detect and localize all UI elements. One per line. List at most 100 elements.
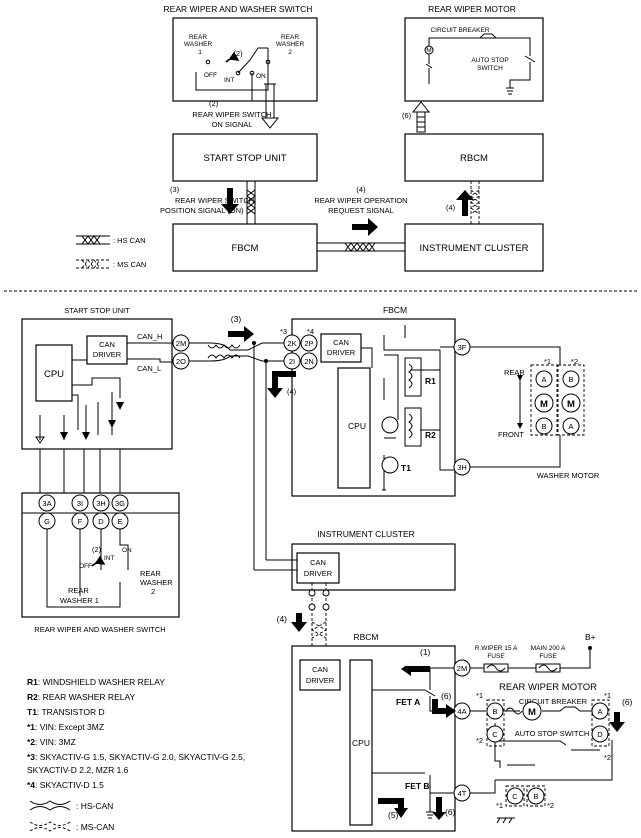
top-rear-washer-1-c: 1 <box>198 49 202 56</box>
ground-symbol <box>426 793 434 819</box>
top-auto-stop-a: AUTO STOP <box>471 57 508 64</box>
fuse-main <box>535 663 561 673</box>
rwm-pin-a <box>591 702 609 720</box>
relay-coils <box>408 363 413 439</box>
rwm-wiring <box>470 706 613 794</box>
rwm-pin-b <box>486 702 504 720</box>
rwm-pin-c <box>486 725 504 743</box>
rwm-gnd-conn-1 <box>505 785 525 807</box>
top-ssu-box <box>172 133 318 182</box>
top-rear-washer-2-b: WASHER <box>276 41 305 48</box>
top-req-signal-b: REQUEST SIGNAL <box>328 206 394 215</box>
top-step-4: (4) <box>356 185 366 194</box>
switch-term-3i-label: 3I <box>77 499 83 508</box>
legend-item: *4: SKYACTIV-D 1.5 <box>27 780 104 790</box>
rear-washer-2-a: REAR <box>140 569 161 578</box>
rwm-title: REAR WIPER MOTOR <box>499 682 597 693</box>
switch-term-f-label: F <box>78 517 83 526</box>
top-pos-signal-a: REAR WIPER SWITCH <box>175 196 254 205</box>
switch-term-3h <box>92 494 110 512</box>
motor-wiring <box>425 37 536 95</box>
diodes <box>60 402 124 440</box>
ssu-to-switch-wires <box>39 449 121 493</box>
top-step-2-label: (2) <box>209 99 219 108</box>
rwm-gnd-pin-b <box>527 787 545 805</box>
ground-symbol <box>35 436 45 444</box>
rbcm-cpu <box>349 659 373 826</box>
terminal-2m-label: 2M <box>176 339 186 348</box>
transistor-t1-label: T1 <box>401 463 411 473</box>
washer-motor-symbol-2 <box>561 393 581 413</box>
washer-motor-1 <box>530 364 558 436</box>
ic-title: INSTRUMENT CLUSTER <box>317 529 415 539</box>
fuse1-label-b: FUSE <box>487 653 505 660</box>
fbcm-cpu-label: CPU <box>348 421 366 431</box>
terminal-2i <box>283 352 301 370</box>
terminal-2n-label: 2N <box>304 357 314 366</box>
washer-note-2: *2 <box>571 357 578 366</box>
top-req-signal-a: REAR WIPER OPERATION <box>314 196 407 205</box>
ssu-can-driver <box>86 335 128 365</box>
ic-can-driver-b: DRIVER <box>304 569 333 578</box>
front-label: FRONT <box>498 430 524 439</box>
switch-internal-wiring <box>46 529 129 608</box>
top-switch-step-2: (2) <box>233 49 243 58</box>
terminal-2m-rbcm-label: 2M <box>457 664 467 673</box>
legend-hs-can: : HS-CAN <box>76 801 113 811</box>
hollow-up-arrow <box>411 101 431 113</box>
rear-washer-2-b: WASHER <box>140 578 173 587</box>
top-system-diagram: REAR WIPER AND WASHER SWITCH REAR WASHER… <box>76 4 544 272</box>
switch-rotate-arrow <box>225 51 240 63</box>
rwm-note-2b: *2 <box>604 753 611 762</box>
right-arrow <box>352 218 378 236</box>
bottom-int-label: INT <box>104 555 115 562</box>
rear-washer-1-b: WASHER 1 <box>60 596 99 605</box>
rbcm-cpu-label: CPU <box>352 738 370 748</box>
top-motor-m: M <box>426 47 431 54</box>
top-rbcm-label: RBCM <box>460 153 488 164</box>
washer-motor-symbol <box>534 393 554 413</box>
fbcm-box <box>291 318 456 497</box>
ssu-internal-wiring <box>39 359 121 440</box>
top-step-6: (6) <box>402 111 412 120</box>
hollow-down-arrow <box>260 117 280 129</box>
rwm-coil <box>505 707 523 715</box>
rwm-pin-c-label: C <box>492 730 498 739</box>
fbcm-note-4: *4 <box>307 327 314 336</box>
hs-can-wire <box>317 242 405 252</box>
switch-term-3h-label: 3H <box>96 499 106 508</box>
fuse-wiring <box>470 650 591 669</box>
hs-can-legend-symbol <box>29 800 71 811</box>
fet-b-arrow-6 <box>432 797 446 820</box>
legend-item: R1: WINDSHIELD WASHER RELAY <box>27 677 165 687</box>
rwm-gnd-note-1: *1 <box>496 801 503 810</box>
switch-contact <box>205 59 211 65</box>
fbcm-title: FBCM <box>383 305 407 315</box>
rwm-gnd-pin-c <box>506 787 524 805</box>
washer-motor-wires <box>470 346 561 468</box>
rbcm-title: RBCM <box>353 632 378 642</box>
breaker-symbol <box>479 33 497 39</box>
signal-bar <box>416 112 426 133</box>
terminal-3f-label: 3F <box>458 343 467 352</box>
top-circuit-breaker: CIRCUIT BREAKER <box>430 27 489 34</box>
relay-r2-coil <box>404 407 422 447</box>
washer-pin-b-label: B <box>541 422 546 431</box>
top-rear-washer-1-a: REAR <box>189 34 207 41</box>
switch-term-3i <box>71 494 89 512</box>
terminal-2o-label: 2O <box>176 357 186 366</box>
top-ic-box <box>404 223 544 272</box>
rwm-note-2: *2 <box>476 736 483 745</box>
fet-a-label: FET A <box>396 697 420 707</box>
hs-can-twist <box>207 344 241 359</box>
washer-pin-a-label: A <box>541 375 546 384</box>
top-off-label: OFF <box>204 72 217 79</box>
bottom-off-label: OFF <box>79 563 92 570</box>
fet-b-step-5: (5) <box>388 810 399 820</box>
top-on-label: ON <box>256 73 266 80</box>
switch-rotate-arrow <box>91 555 106 567</box>
terminal-2p-label: 2P <box>304 339 313 348</box>
right-arrow <box>228 326 254 342</box>
washer-motor-m-2: M <box>567 399 575 410</box>
